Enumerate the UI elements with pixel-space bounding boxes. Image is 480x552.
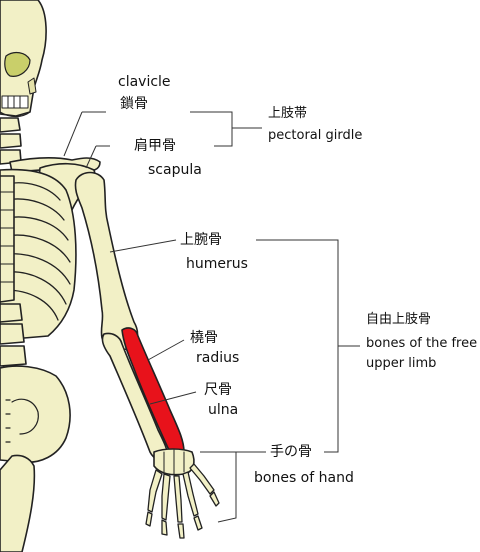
free-upper-limb-label-en-line1: bones of the free [366, 336, 478, 351]
sacrum-dots [5, 399, 11, 443]
hand-bones-label-jp: 手の骨 [270, 444, 312, 460]
pectoral-girdle-label-en: pectoral girdle [268, 128, 363, 143]
hand-bones-label-en: bones of hand [254, 470, 354, 486]
ulna-label-en: ulna [208, 402, 239, 418]
teeth [1, 95, 29, 109]
free-upper-limb-label-en-line2: upper limb [366, 356, 437, 371]
clavicle-label-en: clavicle [118, 74, 171, 90]
eye-socket [4, 51, 31, 77]
scapula-label-jp: 肩甲骨 [134, 138, 176, 154]
radius-label-jp: 橈骨 [190, 330, 218, 346]
carpal-lines [163, 449, 185, 475]
pelvis-inner [11, 398, 39, 435]
ulna-label-jp: 尺骨 [204, 382, 232, 398]
scapula-label-en: scapula [148, 162, 202, 178]
humerus-label-en: humerus [186, 256, 248, 272]
jaw [0, 111, 31, 118]
sternum [0, 175, 15, 303]
free-upper-limb-label-jp: 自由上肢骨 [366, 312, 432, 327]
pectoral-girdle-label-jp: 上肢帯 [268, 106, 308, 121]
humerus-bone [74, 171, 139, 351]
nasal-cavity [27, 77, 37, 95]
cervical-spine [0, 117, 22, 165]
lumbar-spine [0, 303, 27, 367]
finger-bones [145, 463, 220, 539]
leader-lines [63, 111, 360, 523]
thoracic-vertebrae [0, 191, 15, 283]
femur [0, 454, 36, 552]
clavicle-label-jp: 鎖骨 [120, 96, 148, 112]
radius-label-en: radius [196, 350, 240, 366]
humerus-label-jp: 上腕骨 [180, 232, 222, 248]
pelvis [0, 365, 71, 464]
